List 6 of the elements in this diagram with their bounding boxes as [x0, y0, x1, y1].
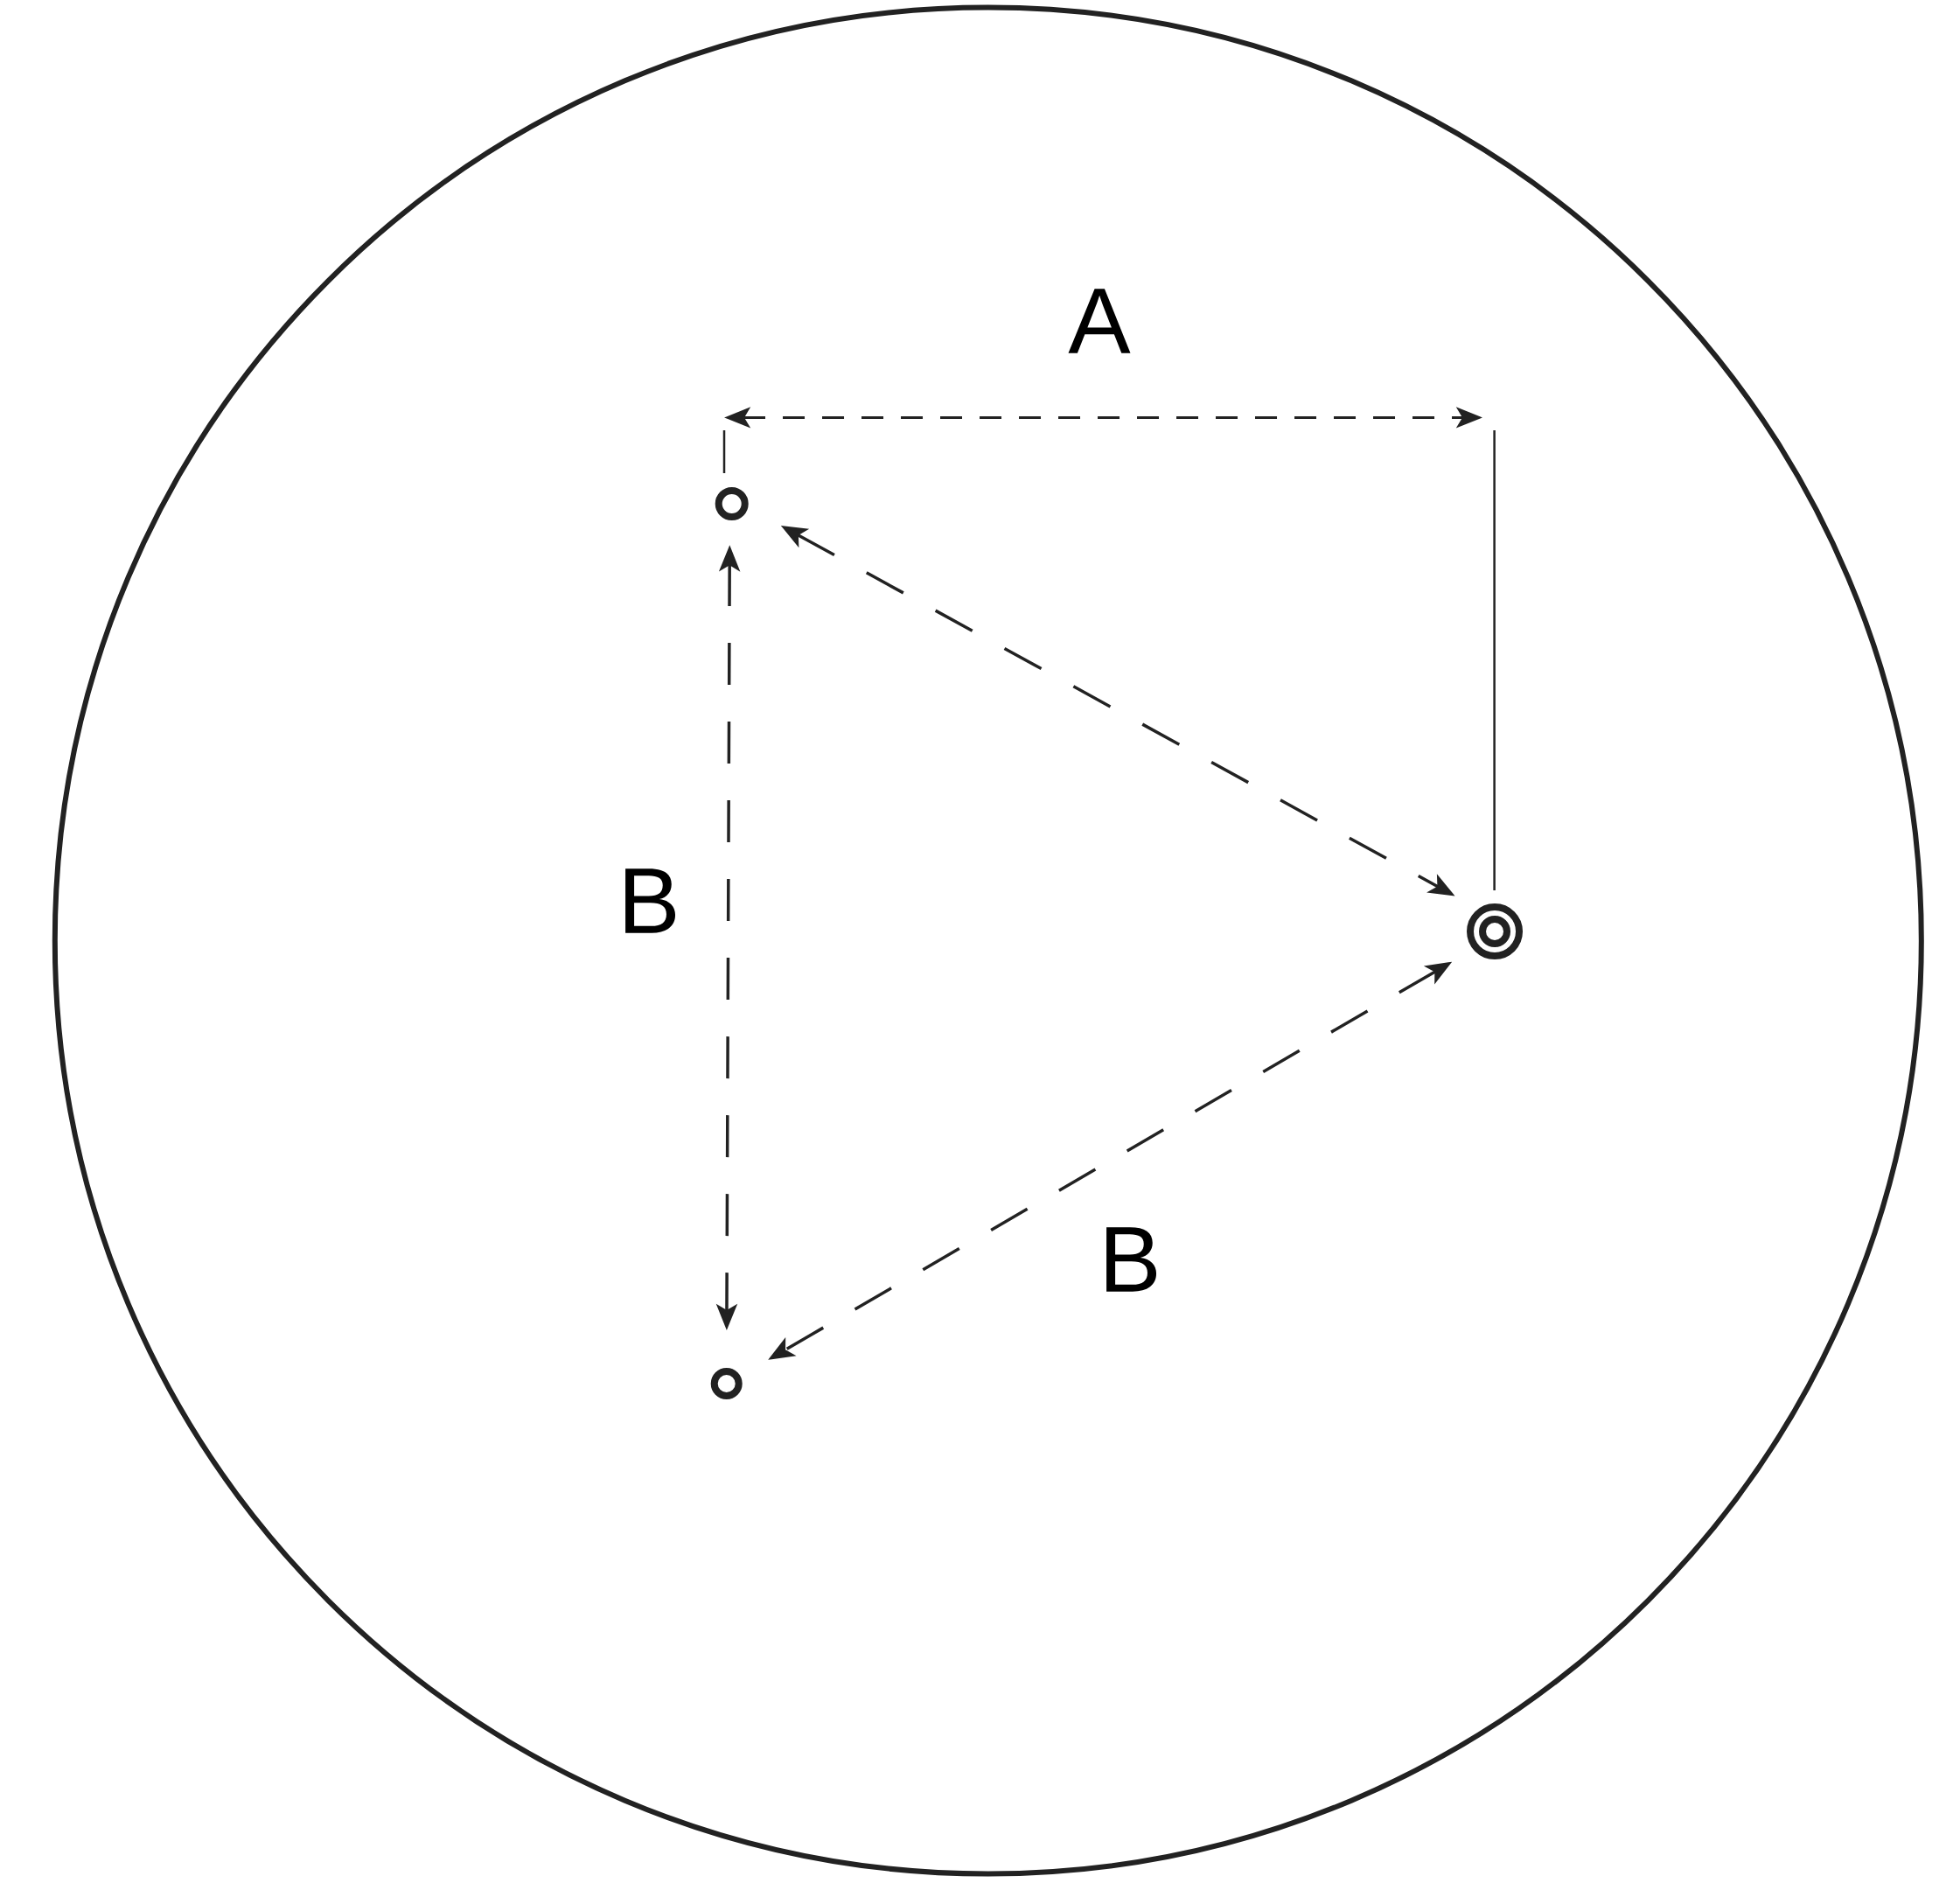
- edge-label: B: [1097, 1225, 1163, 1294]
- small-ring: [710, 1368, 743, 1399]
- edge-label: B: [616, 867, 682, 935]
- dimension-label: A: [1068, 289, 1131, 353]
- small-ring: [715, 487, 749, 520]
- double-ring: [1467, 903, 1523, 959]
